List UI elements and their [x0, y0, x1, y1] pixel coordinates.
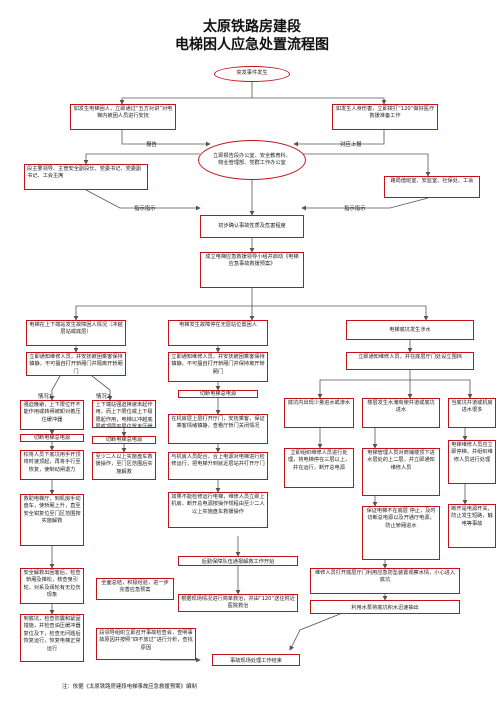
node-water-small-action: 立即组织维修人员进行处理，将电梯停在三层以上，并在运行，断开总电源	[284, 448, 354, 488]
node-section-leaders: 段主要领导、主管安全副段长、党委书记、党委副书记、工会主席	[24, 164, 148, 190]
node-review-meeting: 段领导组织立即召开事故检查会，查明事故原因并按照“四不放过”进行分析，查找原因	[96, 628, 196, 660]
node-case2-crank: 至少二人以上实施盘车救援操作，至门区范围后实施解救	[92, 452, 156, 480]
label-instruct-left: 指示指示	[134, 206, 156, 212]
node-water-cutoff: 断开是电源开关，防止发生短路，触电等事故	[448, 504, 496, 548]
node-call-120: 如发生人身伤害，立即拨打“120”做好医疗救援准备工作	[332, 104, 438, 130]
title-line-2: 电梯困人应急处置流程图	[175, 37, 329, 53]
label-report-up: 对应上报	[340, 142, 362, 148]
node-col2-inspect-run: 与机房人员配合，合上电源对电梯进行检修运行，把电梯升到就近层站并打开厅门	[168, 452, 268, 480]
label-case-1: 情况1	[38, 394, 53, 400]
node-report-offices: 立即报告段办公室、安全教育科、物业管理部、党群工作办公室	[198, 140, 306, 180]
node-water-large-action: 电梯维修人员应立即停梯，并组织维修人员进行处理	[448, 440, 496, 484]
node-water-small: 底坑内出现少量进水或渗水	[284, 398, 354, 428]
node-finish: 事故现场处理工作结束	[212, 654, 300, 666]
title-line-1: 太原铁路房建段	[203, 19, 301, 35]
node-col2-notify: 立即通知维修人员，并安抚被困乘客保持镇静，不可擅自打开轿厢门并保持离开轿厢门	[168, 352, 268, 382]
node-case1-brake: 松将人员下底坑用手开顶将时速顶起，再将手行至恢复，使制动闸退力	[20, 450, 84, 480]
node-start-plan: 成立电梯应急救援领导小组并启动《电梯应急事故救援预案》	[200, 252, 304, 288]
node-incident-occurs: 突发事件发生	[214, 66, 290, 82]
node-water-floor-action: 电梯管理人员对商铺楼顶下进水层处的上二层，并立即通知维修人员	[362, 448, 440, 496]
node-case1-crank: 救助电梯厅，到机房手动盘车，使轿厢上升，直至安全钳复位至门区范围按实施解救	[20, 494, 84, 546]
node-case1-check: 安全解救出困客后，检查轿厢及推松，核查曳引轮，对系及阀轮有无拉伤现象	[20, 568, 84, 604]
node-col2-power-off: 切断电梯总电源	[178, 390, 258, 398]
node-case2-limit: 上下端站强迫换速未起作用，而上下限位或上下极限起作用，电梯以冲越底层或顶层平层位…	[92, 400, 156, 428]
node-rescue-start: 后勤保障队伍通报解救工作开始	[178, 556, 298, 566]
node-col3-notify: 立即通知维修人员，并在底层厅门处设立围挡	[346, 352, 474, 370]
node-water-protect: 保证电梯不在底层 停止，及时切断总电源以及开通厅电源，防止轿厢进水	[362, 506, 440, 560]
label-report: 报告	[146, 142, 157, 148]
label-case-2: 情况2	[96, 394, 111, 400]
node-col2-open-door: 在机房层上层打开厅门，安抚乘客，保证乘客情绪镇静，查看厅轿门关闭情况	[168, 414, 268, 444]
footnote: 注：依据《太原铁路房建段电梯事故应急救援预案》编制	[62, 684, 197, 690]
node-case1-restore: 到底坑，检查防震和紧固措施，并检查油压缓冲器复位及下，检查无问题后恢复运行，恢复…	[20, 614, 84, 662]
label-instruct-right: 指示指示	[344, 206, 366, 212]
node-case1-limit: 强迫晚避，上下限位开不能作用或转闸被卸对着压住缓冲器	[20, 400, 84, 430]
node-case-no-floor: 电梯发生故障停在无层站位置困人	[168, 320, 268, 346]
node-summary: 全面总结，积极经验，进一步完善应急预案	[96, 578, 174, 600]
node-water-floor: 楼层发生水淹有使井道或底坑进水	[362, 398, 440, 428]
node-col1-notify: 立即通知维修人员，并安抚被困乘客保持镇静，不可擅自打开轿厢门并隔离开轿厢门	[26, 352, 126, 376]
node-case-water: 电梯底坑发生涉水	[346, 320, 474, 340]
node-confirm-nature: 初步确认事故性质及危害程度	[200, 215, 304, 238]
node-water-large: 当底坑井道或机房进水很多	[448, 398, 496, 428]
node-case2-power-off: 切断电梯总电源	[92, 436, 156, 444]
node-case1-power-off: 切断电梯总电源	[20, 434, 84, 442]
node-open-pit: 维修人员打开底层厅门利用应急防坠装置观察水情，小心进入底坑	[310, 568, 460, 594]
node-railway-bureau: 路局值班室、安监室、社保处、工会	[384, 176, 480, 198]
node-medical: 根据现场情况进行简单救治，并由“120”送往附近医院救治	[178, 594, 298, 612]
node-pump: 利用水泵将底坑积水迅速抽出	[310, 600, 460, 614]
node-col2-manual-crank: 如果不能检修运行电梯，维修人员立即上机房，断开总电源按操作规程由至少二人以上实施…	[168, 492, 268, 528]
node-case-end-floor: 电梯在上下端站发生故障困人情况（冲越层站或底层）	[26, 320, 126, 346]
node-comfort-trapped: 如发生电梯困人，立即通过“五方对讲”对电梯内被困人员进行安抚	[70, 104, 176, 130]
